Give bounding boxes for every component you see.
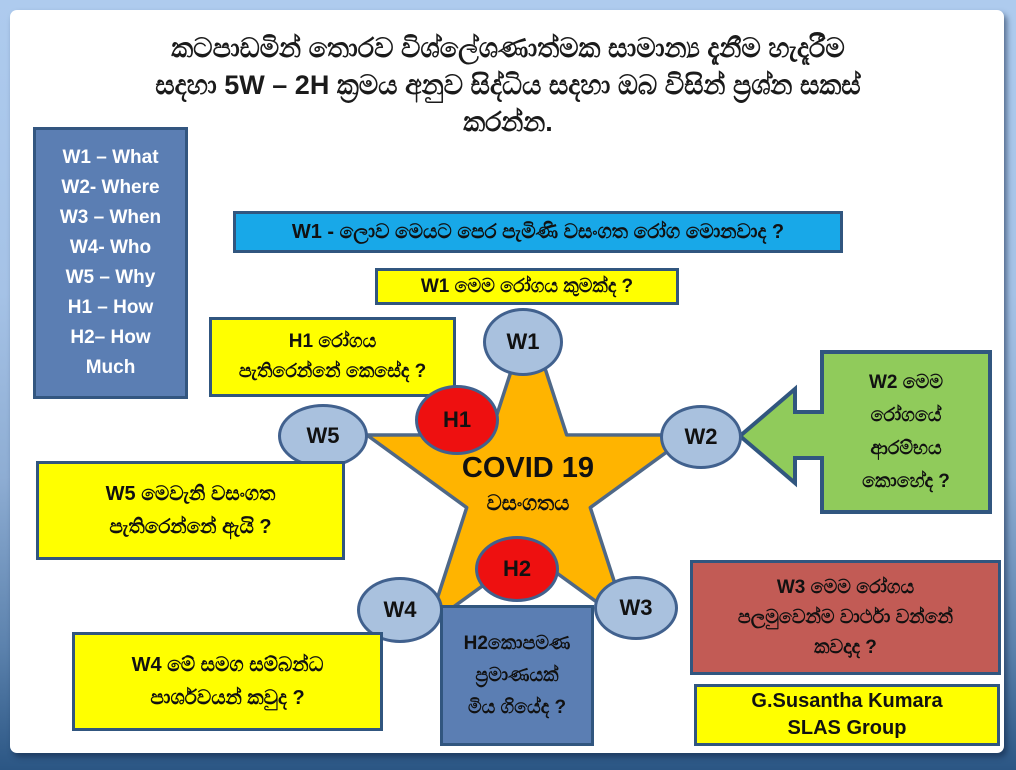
callout-h2-howmuch: H2කොපමණ ප්‍රමාණයක් මිය ගියේද ?: [440, 605, 594, 746]
callout-w2-where-text: W2 මෙම රෝගයේ ආරම්භය කොහේද ?: [862, 372, 950, 492]
signature-box: G.Susantha Kumara SLAS Group: [694, 684, 1000, 746]
node-w5: W5: [278, 404, 368, 468]
node-w1: W1: [483, 308, 563, 376]
covid-title: COVID 19: [461, 452, 595, 484]
node-h2: H2: [475, 536, 559, 602]
slide-title: කටපාඩමින් තොරව විශ්ලේශණාත්මක සාමාන්‍ය දැ…: [155, 33, 861, 137]
star-center-label: COVID 19 වසංගතය: [428, 452, 628, 517]
node-w2: W2: [660, 405, 742, 469]
covid-subtitle: වසංගතය: [486, 492, 570, 515]
callout-w5-why: W5 මෙවැනි වසංගත පැතිරෙන්නේ ඇයි ?: [36, 461, 345, 560]
node-h1: H1: [415, 385, 499, 455]
legend-5w2h-box: W1 – What W2- Where W3 – When W4- Who W5…: [33, 127, 188, 399]
callout-w1-what: W1 මෙම රෝගය කුමක්ද ?: [375, 268, 679, 305]
node-w3: W3: [594, 576, 678, 640]
callout-w1-history: W1 - ලොව මෙයට පෙර පැමිණි වසංගත රෝග මොනවා…: [233, 211, 843, 253]
callout-w4-who: W4 මේ සමග සම්බන්ධ පාර්ශවයන් කවුද ?: [72, 632, 383, 731]
callout-w3-when: W3 මෙම රෝගය පලමුවෙන්ම වාර්ථා වන්නේ කවදාද…: [690, 560, 1001, 675]
callout-h1-how: H1 රෝගය පැතිරෙන්නේ කෙසේද ?: [209, 317, 456, 397]
